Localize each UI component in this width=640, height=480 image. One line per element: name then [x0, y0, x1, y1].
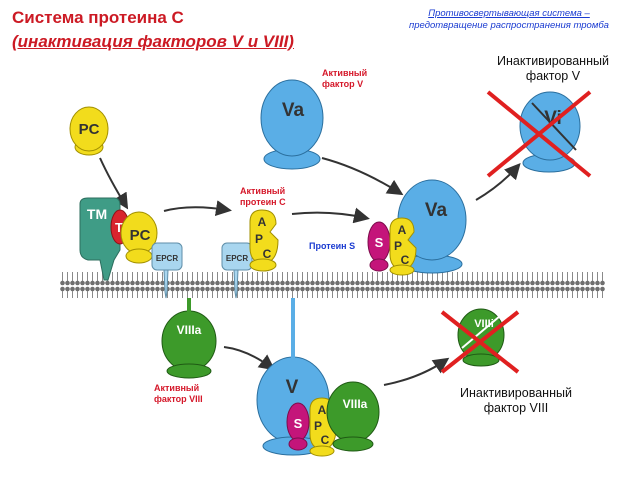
subtitle-note: Противосвертывающая система – предотвращ… — [378, 8, 640, 32]
apc1-p: P — [255, 232, 263, 246]
thrombomodulin-complex: TM T PC — [79, 197, 158, 281]
v-label: V — [286, 377, 299, 398]
tm-label: TM — [87, 206, 107, 222]
arrow-to-vi — [475, 163, 521, 201]
note-line-2: предотвращение распространения тромба — [409, 20, 609, 31]
apc3-c: C — [321, 433, 330, 447]
arrow-complex-to-apc — [163, 200, 232, 217]
va-complex-label: Va — [425, 200, 448, 221]
cross-icon-vi — [486, 90, 592, 178]
activated-protein-c-1: A P C — [249, 209, 279, 272]
factor-va-free: Va — [260, 79, 324, 170]
activated-protein-c-2: A P C — [389, 217, 417, 276]
viiia-complex-label: VIIIa — [343, 397, 368, 411]
label-active-factor-viii: Активный фактор VIII — [154, 383, 203, 404]
t-label: T — [115, 220, 123, 235]
apc2-p: P — [394, 239, 402, 253]
arrow-apc-to-protein-s — [291, 207, 370, 224]
pc-free-label: PC — [79, 121, 100, 138]
apc3-a: A — [318, 403, 327, 417]
factor-viiia-complex: VIIIa — [326, 381, 380, 452]
protein-s-2: S — [286, 402, 310, 451]
epcr-1-label: EPCR — [156, 254, 178, 263]
factor-viiii-inactivated: VIIIi — [457, 308, 505, 367]
note-line-1[interactable]: Противосвертывающая система – — [428, 8, 590, 19]
epcr-2-label: EPCR — [226, 254, 248, 263]
epcr-1: EPCR — [151, 242, 183, 299]
vi-cleavage-line — [531, 102, 577, 151]
viiii-label: VIIIi — [474, 318, 494, 330]
label-inactivated-factor-viii: Инактивированный фактор VIII — [460, 386, 572, 415]
label-inactivated-factor-v: Инактивированный фактор V — [497, 54, 609, 83]
pc-bound-label: PC — [130, 227, 151, 244]
label-protein-s: Протеин S — [309, 241, 356, 251]
label-active-protein-c: Активный протеин С — [240, 186, 286, 207]
label-active-factor-v: Активный фактор V — [322, 68, 368, 89]
protein-c-free: PC — [69, 106, 109, 156]
apc1-a: A — [258, 215, 267, 229]
va-free-label: Va — [282, 100, 305, 121]
arrow-va-to-complex — [321, 157, 404, 196]
protein-s-1: S — [367, 221, 391, 272]
title-line-1: Система протеина С — [12, 8, 184, 27]
factor-viiia-free: VIIIa — [161, 298, 217, 379]
thrombomodulin-shape — [79, 197, 121, 281]
viiii-cleavage-line — [461, 315, 501, 349]
s1-label: S — [375, 235, 384, 250]
viiia-free-label: VIIIa — [177, 323, 202, 337]
arrow-pc-to-complex — [99, 157, 129, 210]
apc2-a: A — [398, 223, 407, 237]
arrow-to-viiii — [383, 357, 450, 386]
s2-label: S — [294, 416, 303, 431]
apc2-c: C — [401, 253, 410, 267]
epcr-2: EPCR — [221, 242, 253, 299]
apc1-c: C — [263, 247, 272, 261]
membrane — [60, 272, 605, 298]
cross-icon-viiii — [440, 310, 520, 374]
apc3-p: P — [314, 419, 322, 433]
title-line-2: (инактивация факторов V и VIII) — [12, 32, 294, 51]
arrow-viiia-to-complex — [223, 346, 276, 371]
